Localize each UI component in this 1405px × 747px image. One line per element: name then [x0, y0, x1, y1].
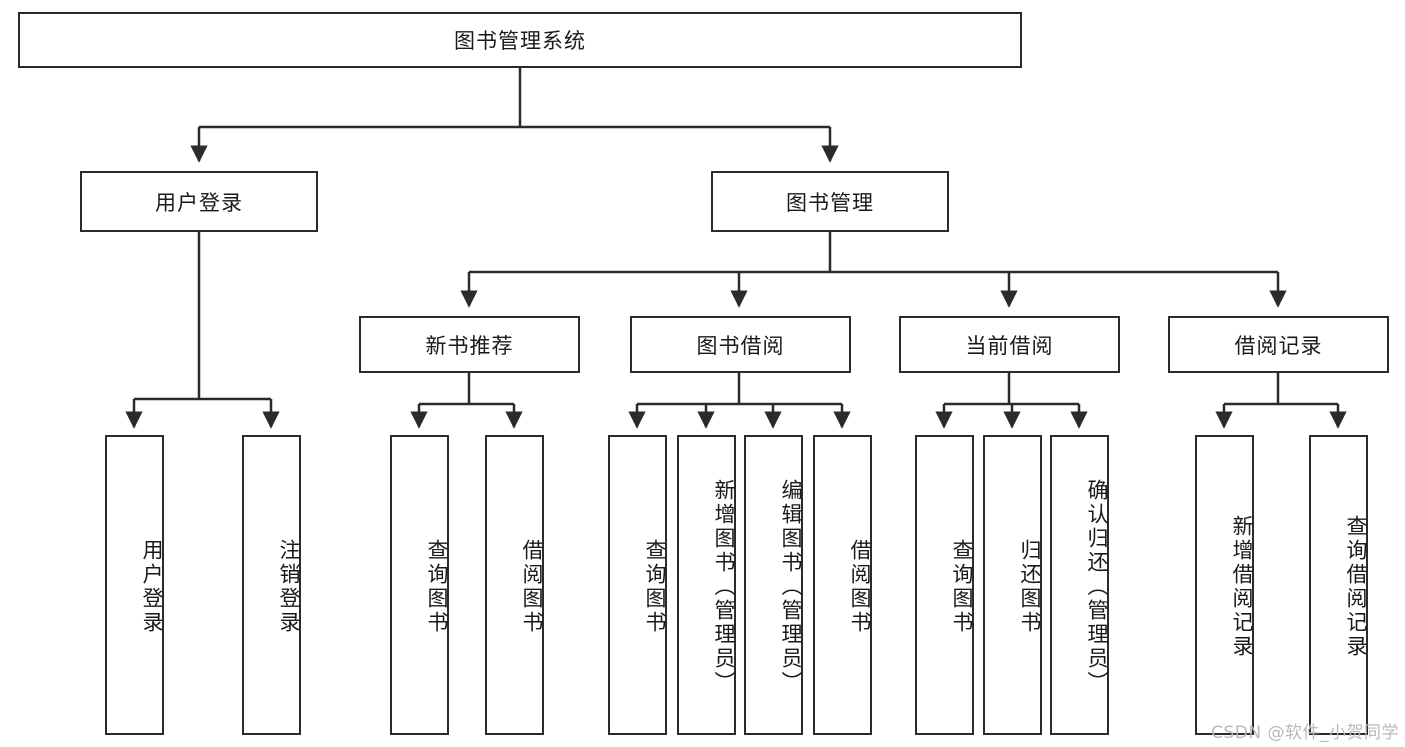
leaf-edit-book[interactable]: 编辑图书（管理员） [744, 435, 803, 735]
node-current-borrow[interactable]: 当前借阅 [899, 316, 1120, 373]
leaf-label: 编辑图书（管理员） [779, 479, 803, 695]
node-borrow-record[interactable]: 借阅记录 [1168, 316, 1389, 373]
leaf-label: 注销登录 [277, 539, 301, 635]
node-user-login[interactable]: 用户登录 [80, 171, 318, 232]
leaf-label: 查询图书 [425, 539, 449, 635]
leaf-label: 确认归还（管理员） [1085, 479, 1109, 695]
leaf-query-book-1[interactable]: 查询图书 [390, 435, 449, 735]
leaf-query-record[interactable]: 查询借阅记录 [1309, 435, 1368, 735]
leaf-label: 归还图书 [1018, 539, 1042, 635]
leaf-confirm-return[interactable]: 确认归还（管理员） [1050, 435, 1109, 735]
leaf-label: 查询借阅记录 [1344, 515, 1368, 659]
leaf-add-book[interactable]: 新增图书（管理员） [677, 435, 736, 735]
leaf-borrow-book-2[interactable]: 借阅图书 [813, 435, 872, 735]
leaf-label: 借阅图书 [848, 539, 872, 635]
leaf-label: 新增图书（管理员） [712, 479, 736, 695]
leaf-logout-login[interactable]: 注销登录 [242, 435, 301, 735]
leaf-return-book[interactable]: 归还图书 [983, 435, 1042, 735]
node-root-system[interactable]: 图书管理系统 [18, 12, 1022, 68]
leaf-query-book-3[interactable]: 查询图书 [915, 435, 974, 735]
leaf-label: 查询图书 [950, 539, 974, 635]
node-book-management[interactable]: 图书管理 [711, 171, 949, 232]
leaf-borrow-book-1[interactable]: 借阅图书 [485, 435, 544, 735]
leaf-query-book-2[interactable]: 查询图书 [608, 435, 667, 735]
node-book-borrow[interactable]: 图书借阅 [630, 316, 851, 373]
watermark: CSDN @软件_小贺同学 [1211, 723, 1399, 743]
node-new-book-recommend[interactable]: 新书推荐 [359, 316, 580, 373]
leaf-label: 查询图书 [643, 539, 667, 635]
leaf-label: 借阅图书 [520, 539, 544, 635]
leaf-label: 新增借阅记录 [1230, 515, 1254, 659]
leaf-add-record[interactable]: 新增借阅记录 [1195, 435, 1254, 735]
leaf-user-login[interactable]: 用户登录 [105, 435, 164, 735]
leaf-label: 用户登录 [140, 539, 164, 635]
